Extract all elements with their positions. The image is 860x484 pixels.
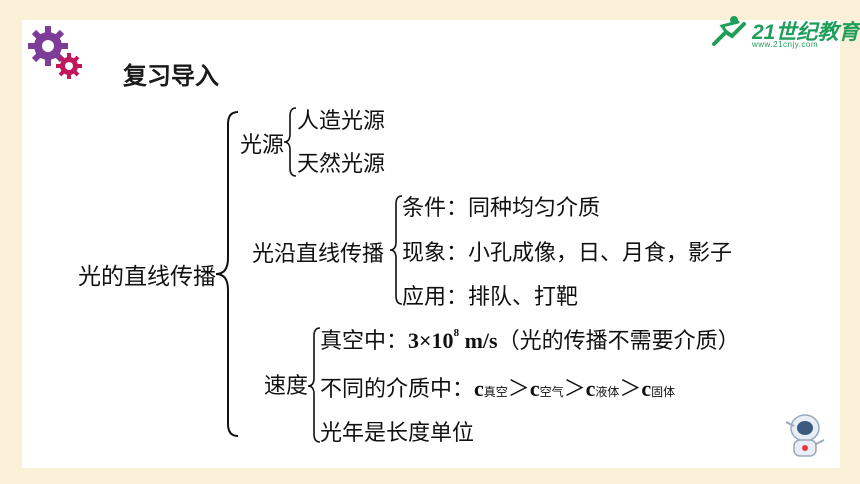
root-topic: 光的直线传播 xyxy=(78,264,216,290)
speed-base: 3×10 xyxy=(408,328,454,353)
propagation-brace xyxy=(389,195,403,305)
speed-brace xyxy=(307,327,321,443)
c-symbol: c xyxy=(641,376,652,401)
c-symbol: c xyxy=(474,376,484,401)
speed-exponent: 8 xyxy=(453,327,460,339)
runner-logo-icon xyxy=(712,16,746,46)
c-sub-solid: 固体 xyxy=(651,385,676,399)
speed-vacuum-note: （光的传播不需要介质） xyxy=(497,329,740,354)
propagation-label: 光沿直线传播 xyxy=(252,242,385,267)
light-source-item-2: 天然光源 xyxy=(297,152,386,177)
c-symbol: c xyxy=(585,376,596,401)
speed-vacuum-value: 3×108 m/s xyxy=(408,328,498,353)
page-title: 复习导入 xyxy=(123,62,219,90)
speed-media-prefix: 不同的介质中： xyxy=(320,377,475,402)
propagation-application: 应用：排队、打靶 xyxy=(402,285,579,310)
root-brace xyxy=(215,111,239,437)
greater-than: ＞ xyxy=(619,377,642,402)
c-sub-air: 空气 xyxy=(539,385,564,399)
speed-lightyear: 光年是长度单位 xyxy=(320,421,475,446)
speed-unit: m/s xyxy=(459,328,498,353)
speed-vacuum-line: 真空中：3×108 m/s（光的传播不需要介质） xyxy=(320,328,740,354)
slide-canvas xyxy=(22,20,840,468)
astronaut-icon xyxy=(785,414,825,457)
speed-vacuum-prefix: 真空中： xyxy=(320,329,409,354)
propagation-condition: 条件：同种均匀介质 xyxy=(402,196,601,221)
gears-icon xyxy=(28,26,82,79)
light-source-item-1: 人造光源 xyxy=(297,109,386,134)
c-sub-liquid: 液体 xyxy=(595,385,620,399)
c-sub-vacuum: 真空 xyxy=(483,385,508,399)
propagation-phenomena: 现象：小孔成像，日、月食，影子 xyxy=(402,241,733,266)
light-source-label: 光源 xyxy=(240,133,285,158)
speed-label: 速度 xyxy=(264,374,309,399)
light-source-brace xyxy=(283,107,297,177)
speed-media-line: 不同的介质中：c真空＞c空气＞c液体＞c固体 xyxy=(320,378,675,401)
greater-than: ＞ xyxy=(563,377,586,402)
c-symbol: c xyxy=(529,376,540,401)
brand-name: 21世纪教育 xyxy=(752,21,860,44)
brand-url: www.21cnjy.com xyxy=(752,40,818,49)
greater-than: ＞ xyxy=(507,377,530,402)
